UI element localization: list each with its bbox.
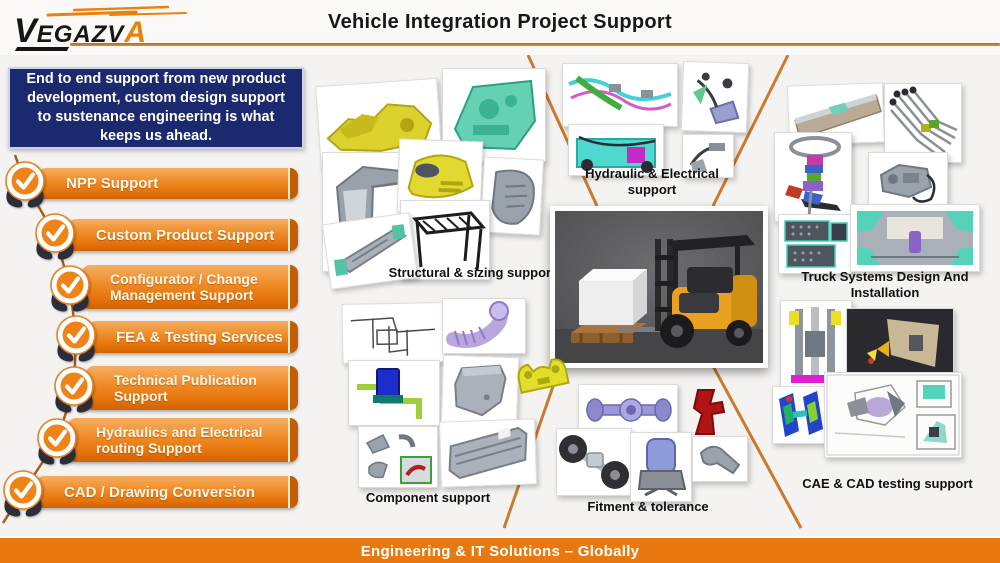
cad-image-overhead-guard <box>400 200 490 280</box>
cad-image-parts-collage <box>358 426 438 488</box>
logo-underline <box>14 47 70 51</box>
page-title: Vehicle Integration Project Support <box>328 11 672 33</box>
cad-image-valve-blue <box>348 360 440 426</box>
sidebar-item-hydraulics-electrical-routing: Hydraulics and Electrical routing Suppor… <box>68 418 298 462</box>
cad-image-bracket-red <box>684 386 728 438</box>
cad-image-test-photo <box>846 308 954 382</box>
cad-image-beam-gray <box>321 212 419 290</box>
cad-image-bracket-gray <box>692 436 748 482</box>
sidebar-item-configurator-change-management: Configurator / Change Management Support <box>82 265 298 309</box>
cad-image-panel-long <box>438 418 538 488</box>
cad-image-hood-yellow <box>396 138 484 216</box>
check-badge-icon <box>1 470 45 518</box>
check-badge-icon <box>54 315 98 363</box>
intro-text: End to end support from new product deve… <box>26 71 286 144</box>
footer-text: Engineering & IT Solutions – Globally <box>360 543 640 560</box>
cad-image-bracket-small <box>682 134 734 178</box>
cad-image-hydraulic-levers <box>884 83 962 163</box>
cad-image-steering-column <box>774 132 852 222</box>
cad-image-corrugated-hose <box>442 298 526 354</box>
cad-image-hose-routing <box>562 63 678 127</box>
cad-image-panel-angular <box>440 354 520 428</box>
cad-image-seat <box>630 432 692 502</box>
cad-image-wheel-axle <box>556 428 632 496</box>
cad-image-pedal-assembly <box>680 60 750 134</box>
sidebar-item-fea-testing: FEA & Testing Services <box>88 321 298 353</box>
footer-bar: Engineering & IT Solutions – Globally <box>0 536 1000 563</box>
check-badge-icon <box>33 213 77 261</box>
cad-image-fea-plot <box>772 386 830 444</box>
section-label-fitment: Fitment & tolerance <box>587 499 709 514</box>
cad-image-wireframe-sketch <box>341 302 445 364</box>
section-label-component: Component support <box>365 490 491 505</box>
cad-image-powertrain <box>868 152 948 212</box>
check-badge-icon <box>35 418 79 466</box>
check-badge-icon <box>52 366 96 414</box>
section-label-cae: CAE & CAD testing support <box>802 476 973 491</box>
cad-image-bracket-yellow <box>507 340 577 405</box>
cad-image-floor-plate <box>786 82 886 146</box>
cad-image-cowl-gray <box>480 156 544 236</box>
section-label-structural: Structural & sizing support <box>388 265 556 280</box>
sidebar-item-cad-drawing-conversion: CAD / Drawing Conversion <box>36 476 298 508</box>
cad-image-engine-teal <box>442 68 546 162</box>
cad-image-cab-overhead <box>850 204 980 272</box>
intro-box: End to end support from new product deve… <box>8 67 304 149</box>
cad-image-chassis-harness <box>568 124 664 176</box>
check-badge-icon <box>48 265 92 313</box>
sidebar-item-custom-product-support: Custom Product Support <box>68 219 298 251</box>
title-rule <box>70 43 1000 46</box>
cad-image-cad-drawing <box>824 372 962 458</box>
cad-image-axle-assembly <box>578 384 678 436</box>
check-badge-icon <box>3 161 47 209</box>
sidebar-item-npp-support: NPP Support <box>38 168 298 199</box>
section-label-truck-systems: Truck Systems Design And Installation <box>801 269 969 300</box>
header: VEGAZVA Vehicle Integration Project Supp… <box>0 0 1000 55</box>
cad-image-step-plates <box>778 214 852 274</box>
section-label-hydraulic: Hydraulic & Electrical support <box>585 166 719 197</box>
logo-swoosh-icon <box>46 5 187 17</box>
forklift-hero-image <box>550 206 768 368</box>
sidebar-item-technical-publication: Technical Publication Support <box>86 366 298 410</box>
